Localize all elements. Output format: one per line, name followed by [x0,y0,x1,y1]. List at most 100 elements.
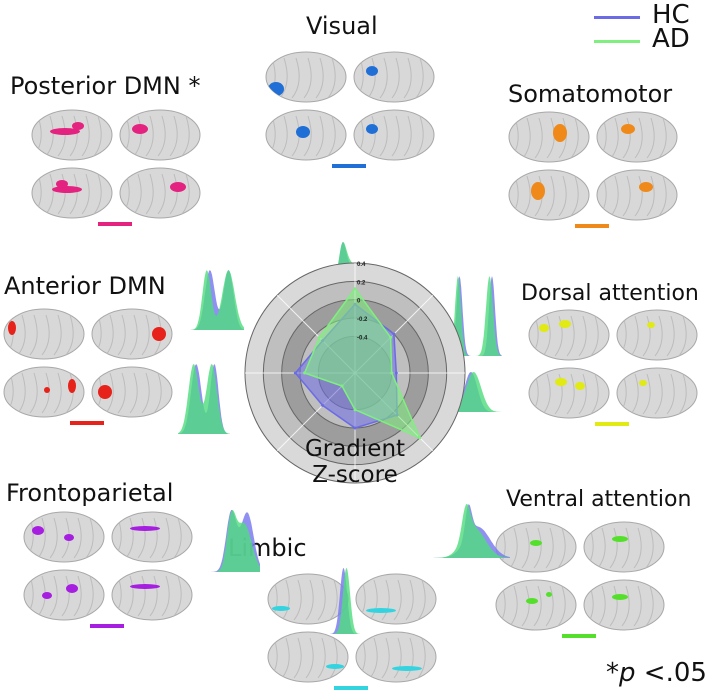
radar-point [394,371,398,375]
radar-point [303,371,307,375]
label-anterior-dmn: Anterior DMN [4,272,166,300]
brain-view [495,579,577,631]
brain-anterior-dmn [3,308,173,425]
radar-tick-label: -0.4 [357,335,368,341]
radar-point [353,408,357,412]
brain-region [130,526,160,531]
brain-region [559,320,571,328]
footnote-threshold: <.05 [635,658,707,688]
radar-point [392,332,396,336]
density-plot [452,372,506,412]
label-ventral-attention: Ventral attention [506,487,692,512]
colorbar [334,686,368,690]
radar-point [293,371,297,375]
brain-region [621,124,635,134]
colorbar [70,421,104,425]
density-ad [452,276,502,356]
brain-region [44,387,50,393]
brain-region [68,379,76,393]
brain-region [612,594,628,600]
center-label-line1: Gradient [304,436,406,462]
center-label-line2: Z-score [312,462,398,488]
radar-tick-label: 0 [357,299,361,305]
radar-point [340,384,344,388]
brain-region [272,606,290,611]
radar-point [389,335,393,339]
center-label: Gradient Z-score [280,436,430,488]
brain-region [647,322,655,328]
brain-view [91,366,173,418]
brain-view [267,631,349,683]
brain-region [639,182,653,192]
brain-region [72,122,84,130]
brain-region [64,534,74,541]
label-somatomotor: Somatomotor [508,80,673,108]
colorbar [90,624,124,628]
brain-region [170,182,186,192]
brain-dorsal-attention [528,309,698,426]
brain-region [326,664,344,669]
brain-region [531,182,545,200]
brain-view [583,579,665,631]
legend-hc-label: HC [652,0,690,30]
density-plot [452,276,502,356]
brain-ventral-attention [495,521,665,638]
brain-view [596,111,678,163]
colorbar [595,422,629,426]
brain-posterior-dmn [31,109,201,226]
brain-view [508,111,590,163]
brain-view [616,309,698,361]
legend-ad-line [594,40,640,43]
brain-limbic [267,573,437,690]
colorbar [562,634,596,638]
brain-region [553,124,567,142]
brain-region [52,186,82,193]
label-posterior-dmn: Posterior DMN * [10,72,201,100]
brain-view [119,109,201,161]
brain-view [355,573,437,625]
radar-point [317,335,321,339]
brain-region [296,126,310,138]
brain-view [23,511,105,563]
brain-region [530,540,542,546]
brain-region [526,598,538,604]
brain-region [50,128,80,135]
brain-view [353,109,435,161]
density-ad [182,270,244,330]
brain-region [366,124,378,134]
brain-region [366,66,378,76]
density-ad [178,364,230,434]
legend-hc-line [594,16,640,19]
brain-view [508,169,590,221]
brain-region [98,385,112,399]
brain-view [91,308,173,360]
density-ad [196,510,260,572]
radar-tick-label: 0.4 [357,262,366,268]
brain-view [528,309,610,361]
density-plot [430,504,510,558]
brain-region [639,380,647,386]
brain-somatomotor [508,111,678,228]
brain-view [265,109,347,161]
density-plot [182,270,244,330]
brain-view [267,573,349,625]
brain-region [66,584,78,593]
brain-region [8,321,16,335]
density-plot [178,364,230,434]
brain-region [612,536,628,542]
label-dorsal-attention: Dorsal attention [521,281,699,306]
brain-region [42,592,52,599]
brain-view [3,308,85,360]
brain-region [392,666,422,671]
brain-region [152,327,166,341]
brain-region [546,592,552,597]
label-frontoparietal: Frontoparietal [6,479,174,507]
colorbar [98,222,132,226]
legend-ad-label: AD [652,24,690,54]
brain-view [119,167,201,219]
brain-region [130,584,160,589]
brain-region [32,526,44,535]
brain-region [555,378,567,386]
radar-point [321,403,325,407]
